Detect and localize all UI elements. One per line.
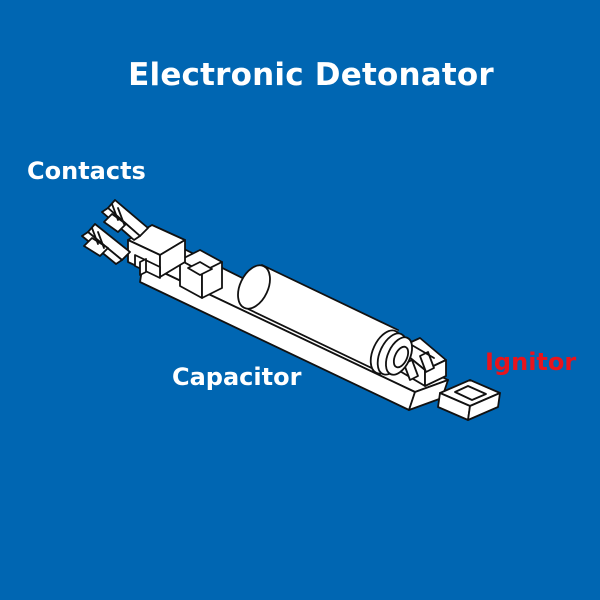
- capacitor-label: Capacitor: [172, 363, 302, 391]
- board-connector: [179, 249, 223, 299]
- diagram-title: Electronic Detonator: [128, 57, 494, 93]
- lower-contact-clip: [81, 223, 131, 265]
- capacitor-cylinder: [237, 264, 413, 376]
- contacts-label: Contacts: [27, 157, 146, 185]
- upper-contact-clip: [101, 199, 149, 241]
- ignitor-tab: [437, 379, 501, 421]
- ignitor-label: Ignitor: [485, 348, 577, 376]
